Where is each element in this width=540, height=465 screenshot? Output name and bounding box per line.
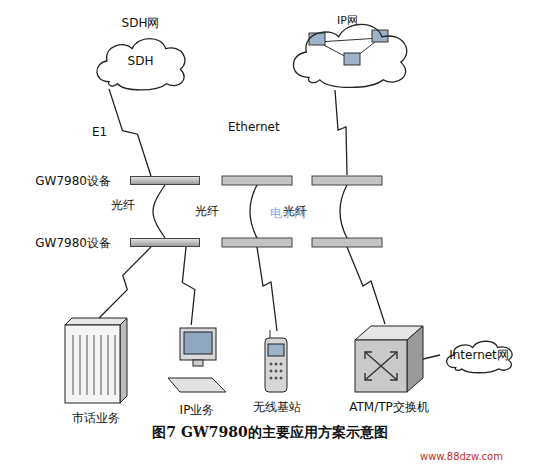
exchange-cabinet xyxy=(65,318,127,403)
cloud-shape xyxy=(293,24,406,87)
network-line xyxy=(318,38,380,42)
wireless-link xyxy=(347,247,385,324)
node-text: 市话业务 xyxy=(72,411,120,425)
mobile-phone xyxy=(265,330,287,392)
computer-icon xyxy=(309,33,325,45)
gw-device: GW7980设备 xyxy=(130,176,200,185)
node-text: ATM/TP交换机 xyxy=(349,400,429,414)
link-line xyxy=(109,89,151,176)
switch-node: ATM/TP交换机 xyxy=(355,326,423,392)
node-text: Internet网 xyxy=(449,348,509,362)
service-node: 市话业务 xyxy=(65,318,127,403)
pc-computer xyxy=(168,328,226,392)
network-cloud: Internet网 xyxy=(440,336,518,374)
node-text: IP网 xyxy=(337,14,358,28)
gw-device-bars xyxy=(222,176,382,247)
ethernet-link xyxy=(335,90,347,175)
gw-device xyxy=(312,238,382,247)
interface-label: Ethernet xyxy=(228,120,280,134)
network-cloud: IP网 xyxy=(282,14,417,90)
service-node: IP业务 xyxy=(168,325,226,395)
fiber-line xyxy=(250,185,257,238)
cloud-shape xyxy=(97,39,185,90)
node-text: GW7980设备 xyxy=(35,236,111,250)
ip-network-computers xyxy=(309,30,388,65)
link-line xyxy=(153,185,165,238)
node-text: SDH网 xyxy=(122,16,160,30)
node-text: GW7980设备 xyxy=(35,174,111,188)
gw-device: GW7980设备 xyxy=(130,238,200,247)
network-cloud: SDH网SDH xyxy=(88,30,193,92)
figure-caption: 图7 GW7980的主要应用方案示意图 xyxy=(152,425,387,439)
node-text: SDH xyxy=(128,54,154,68)
watermark: www.88dzw.com xyxy=(420,450,503,464)
link-label: 光纤 xyxy=(111,198,135,212)
fiber-label: 光纤 xyxy=(195,204,219,218)
link-line xyxy=(182,247,194,325)
fiber-line xyxy=(340,185,347,238)
link-line xyxy=(99,247,151,318)
node-text: 无线基站 xyxy=(253,400,301,414)
gw-device xyxy=(222,176,292,185)
computer-icon xyxy=(344,53,360,65)
gw-device xyxy=(222,238,292,247)
switch-box xyxy=(355,326,423,392)
wireless-link xyxy=(257,247,277,331)
link-line xyxy=(423,355,440,359)
gw-device xyxy=(312,176,382,185)
node-text: IP业务 xyxy=(180,403,215,417)
cloud-shape xyxy=(447,341,512,373)
service-node: 无线基站 xyxy=(262,330,292,392)
watermark: 电子网 xyxy=(270,206,306,220)
link-label: E1 xyxy=(92,125,107,139)
